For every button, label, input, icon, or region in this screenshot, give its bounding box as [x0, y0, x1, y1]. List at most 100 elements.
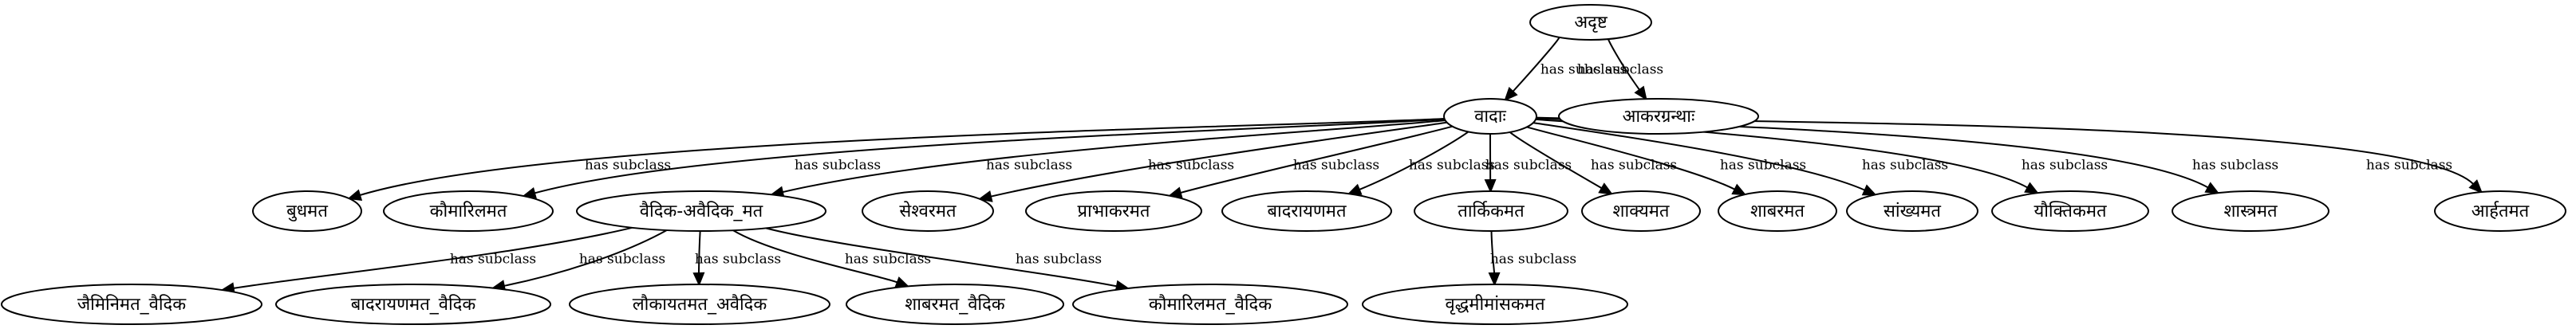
edge-label: has subclass: [1148, 158, 1234, 174]
edge-label: has subclass: [1409, 158, 1495, 174]
edge-arrowhead: [2204, 182, 2220, 194]
node-label: बुधमत: [286, 202, 328, 221]
edge-line: [534, 118, 1445, 194]
node-ellipse: [1362, 284, 1628, 325]
edge-arrowhead: [1504, 87, 1518, 102]
node-ellipse: [1529, 4, 1652, 41]
edge-line: [359, 118, 1445, 197]
edge-n_tarkika-n_vriddha: has subclass: [1488, 230, 1576, 287]
edge-n_vada-n_sankhya: has subclass: [1533, 122, 1948, 196]
node-ellipse: [1443, 98, 1537, 135]
edge-n_vada-n_prabhakara: has subclass: [1167, 125, 1453, 199]
node-ellipse: [1072, 284, 1348, 325]
edge-line: [782, 119, 1446, 194]
edge-line: [990, 121, 1447, 198]
node-arhata[interactable]: आर्हतमत: [2434, 190, 2566, 232]
edge-n_root-n_vada: has subclass: [1504, 36, 1627, 102]
node-shastra[interactable]: शास्त्रमत: [2172, 190, 2329, 232]
edge-n_vaidika-n_jaimini_v: has subclass: [220, 226, 633, 295]
node-label: प्राभाकरमत: [1078, 202, 1150, 221]
node-label: अदृष्ट: [1574, 13, 1608, 33]
node-label: शाबरमत: [1750, 202, 1805, 221]
node-label: शाबरमत_वैदिक: [905, 294, 1006, 315]
edge-arrowhead: [692, 272, 705, 287]
edge-label: has subclass: [1720, 158, 1806, 174]
node-shakya[interactable]: शाक्यमत: [1581, 190, 1701, 232]
edge-label: has subclass: [1540, 62, 1627, 78]
node-layer: अदृष्ट वादाः आकरग्रन्थाः बुधमत कौमारिलमत वैदि…: [1, 4, 2566, 325]
node-label: वृद्धमीमांसकमत: [1446, 294, 1545, 315]
edge-label: has subclass: [585, 158, 671, 174]
node-label: कौमारिलमत_वैदिक: [1149, 294, 1272, 315]
node-label: तार्किकमत: [1458, 201, 1525, 221]
node-ellipse: [1025, 190, 1202, 232]
node-ellipse: [1581, 190, 1701, 232]
node-tarkika[interactable]: तार्किकमत: [1414, 190, 1568, 232]
edge-label: has subclass: [579, 252, 665, 268]
node-budha[interactable]: बुधमत: [252, 190, 362, 232]
edge-line: [1526, 126, 1736, 190]
node-vada[interactable]: वादाः: [1443, 98, 1537, 135]
node-ellipse: [1991, 190, 2149, 232]
node-kumarila[interactable]: कौमारिलमत: [383, 190, 554, 232]
node-badarayana-v[interactable]: बादरायणमत_वैदिक: [275, 284, 551, 325]
node-sankhya[interactable]: सांख्यमत: [1846, 190, 1978, 232]
edge-label: has subclass: [1577, 62, 1663, 78]
edge-label: has subclass: [986, 158, 1072, 174]
edge-n_vaidika-n_shabara_v: has subclass: [732, 229, 931, 288]
node-ellipse: [1414, 190, 1568, 232]
edge-label: has subclass: [1490, 252, 1576, 268]
node-seshvara[interactable]: सेश्वरमत: [862, 190, 994, 232]
node-label: कौमारिलमत: [430, 201, 507, 221]
node-label: बादरायणमत_वैदिक: [351, 294, 477, 315]
node-vriddha[interactable]: वृद्धमीमांसकमत: [1362, 284, 1628, 325]
edge-line: [1490, 230, 1496, 274]
edge-arrowhead: [894, 276, 910, 288]
edge-label: has subclass: [1485, 158, 1572, 174]
node-label: सेश्वरमत: [899, 201, 957, 221]
node-jaimini-v[interactable]: जैमिनिमत_वैदिक: [1, 284, 262, 325]
edge-arrowhead: [1484, 178, 1497, 194]
edge-line: [732, 229, 898, 284]
node-vaidika[interactable]: वैदिक-अवैदिक_मत: [576, 190, 826, 232]
edge-arrowhead: [1861, 184, 1877, 196]
node-label: वैदिक-अवैदिक_मत: [640, 201, 763, 221]
edge-arrowhead: [1347, 183, 1363, 195]
node-ellipse: [569, 284, 830, 325]
edge-label: has subclass: [2022, 158, 2108, 174]
node-label: बादरायणमत: [1267, 202, 1346, 221]
edge-arrowhead: [2024, 182, 2040, 194]
node-label: लौकायतमत_अवैदिक: [633, 294, 768, 315]
node-ellipse: [576, 190, 826, 232]
edge-n_vada-n_budha: has subclass: [347, 118, 1445, 202]
node-ellipse: [2172, 190, 2329, 232]
node-lokayata[interactable]: लौकायतमत_अवैदिक: [569, 284, 830, 325]
edge-arrowhead: [977, 190, 993, 202]
edge-label: has subclass: [2366, 158, 2452, 174]
node-ellipse: [2434, 190, 2566, 232]
node-akara[interactable]: आकरग्रन्थाः: [1558, 98, 1759, 135]
edge-label: has subclass: [695, 252, 781, 268]
node-label: जैमिनिमत_वैदिक: [77, 294, 187, 315]
node-label: आर्हतमत: [2471, 201, 2530, 221]
node-shabara[interactable]: शाबरमत: [1718, 190, 1837, 232]
node-shabara-v[interactable]: शाबरमत_वैदिक: [846, 284, 1064, 325]
node-kumarila-v[interactable]: कौमारिलमत_वैदिक: [1072, 284, 1348, 325]
edge-label: has subclass: [1862, 158, 1948, 174]
node-ellipse: [1221, 190, 1392, 232]
edge-line: [765, 227, 1118, 288]
node-badarayana[interactable]: बादरायणमत: [1221, 190, 1392, 232]
edge-label: has subclass: [1016, 252, 1102, 268]
node-ellipse: [846, 284, 1064, 325]
edge-arrowhead: [1731, 183, 1747, 196]
node-ellipse: [275, 284, 551, 325]
node-prabhakara[interactable]: प्राभाकरमत: [1025, 190, 1202, 232]
node-yaukti[interactable]: यौक्तिकमत: [1991, 190, 2149, 232]
node-ellipse: [862, 190, 994, 232]
edge-line: [1180, 125, 1453, 194]
edge-label: has subclass: [1591, 158, 1677, 174]
node-root[interactable]: अदृष्ट: [1529, 4, 1652, 41]
edge-n_vada-n_seshvara: has subclass: [977, 121, 1447, 202]
